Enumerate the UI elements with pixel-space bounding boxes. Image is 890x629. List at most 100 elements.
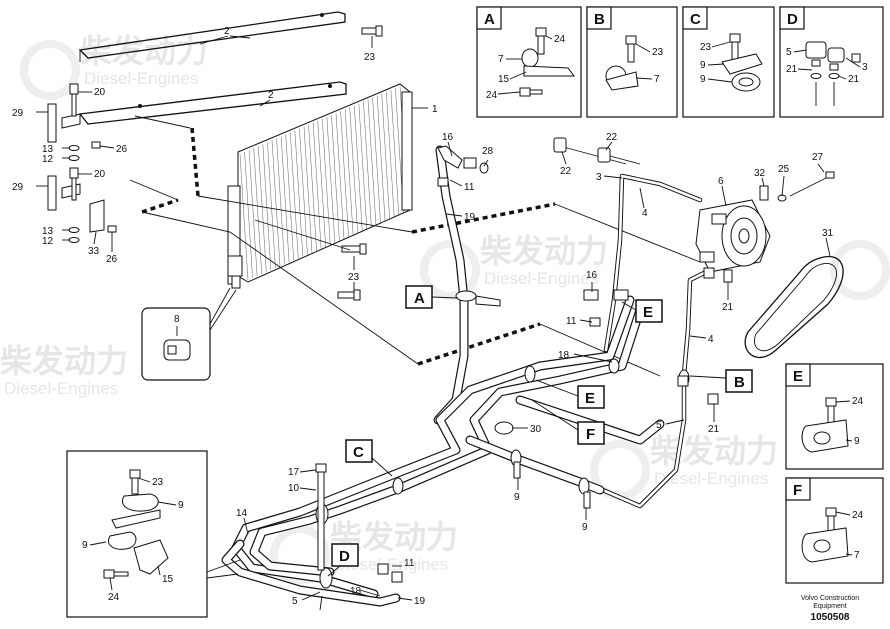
svg-text:D: D [787,11,798,28]
svg-text:23: 23 [152,477,164,488]
svg-text:F: F [793,482,802,499]
part-number: 5 [656,420,662,431]
footer-line1: Volvo Construction [801,595,859,602]
watermark-cn: 柴发动力 [0,343,128,379]
svg-text:E: E [793,368,803,385]
watermark-cn: 柴发动力 [80,33,208,69]
svg-text:B: B [734,374,745,391]
fitting-11-lower [377,563,403,583]
condenser-fin [258,146,267,273]
svg-text:7: 7 [654,74,660,85]
part-number: 16 [442,132,454,143]
left-mount-brackets [47,83,117,243]
part-number: 11 [404,558,415,569]
part-number: 2 [268,90,274,101]
footer-line2: Equipment [813,603,847,610]
watermark-logo-icon [20,40,890,585]
svg-text:24: 24 [486,90,498,101]
svg-text:24: 24 [852,396,864,407]
watermark-en: Diesel-Engines [654,469,768,488]
inset-clamp-detail: 23 9 9 15 24 [66,450,241,618]
detail-box-b: B 23 7 [586,6,678,118]
part-number: 10 [288,483,300,494]
svg-text:15: 15 [498,74,510,85]
part-number: 33 [88,246,100,257]
part-number: 28 [482,146,494,157]
callout-b: B [689,369,753,393]
detail-box-f: F 24 7 [785,477,884,584]
svg-text:A: A [414,290,425,307]
part-number: 2 [224,26,230,37]
part-number: 26 [116,144,128,155]
part-number: 13 [42,226,54,237]
condenser-fin [344,109,354,236]
watermark-en: Diesel-Engines [84,69,198,88]
part-number: 19 [464,212,476,223]
condenser-fin [294,130,304,257]
watermark-en: Diesel-Engines [334,555,448,574]
detail-box-a: A 24 7 15 24 [476,6,582,118]
part-number: 29 [12,182,24,193]
svg-text:23: 23 [700,42,712,53]
svg-text:15: 15 [162,574,174,585]
detail-box-d: D 5 21 3 21 [779,6,884,118]
svg-text:21: 21 [848,74,860,85]
bolt-23-lower [337,289,361,301]
part-number: 3 [596,172,602,183]
bolt-27 [759,171,835,202]
condenser-fin [381,93,390,220]
hose-19 [433,145,469,425]
condenser-fin [363,101,372,228]
svg-text:A: A [484,11,495,28]
watermark-layer: 柴发动力 Diesel-Engines 柴发动力 Diesel-Engines … [0,33,890,585]
part-number: 20 [94,169,106,180]
condenser-fin [290,132,299,259]
doc-number: 1050508 [811,612,850,623]
footer-block: Volvo Construction Equipment 1050508 [801,595,859,623]
svg-text:7: 7 [854,550,860,561]
svg-text:21: 21 [786,64,798,75]
condenser-fin [280,136,290,263]
condenser-fin [358,103,368,230]
part-number: 23 [364,52,376,63]
condenser-fin [349,107,358,234]
detail-box-e: E 24 9 [785,363,884,470]
condenser-fin [354,105,363,232]
svg-text:8: 8 [174,314,180,325]
condenser-fin [312,122,322,249]
condenser-fin [308,124,317,251]
detail-box-c: C 23 9 9 [682,6,775,118]
svg-text:24: 24 [554,34,566,45]
svg-text:9: 9 [700,74,706,85]
part-number: 23 [348,272,360,283]
alignment-line [141,198,179,214]
part-number: 13 [42,144,54,155]
part-number: 30 [530,424,542,435]
condenser-fin [239,153,249,281]
part-number: 18 [558,350,570,361]
part-number: 29 [12,108,24,119]
svg-text:E: E [643,304,653,321]
svg-text:9: 9 [854,436,860,447]
condenser-fin [386,91,395,218]
fitting-16-upper [437,145,489,187]
condenser-fin [271,140,281,267]
svg-text:9: 9 [82,540,88,551]
bracket-upper [78,11,346,62]
svg-text:5: 5 [786,47,792,58]
callout-f: F [531,399,605,445]
callout-a: A [405,285,459,309]
alignment-line [411,202,556,234]
bracket-middle [78,81,347,125]
callout-d: D [327,543,359,577]
condenser-fin [340,111,349,238]
alignment-line [417,322,541,366]
part-number: 20 [94,87,106,98]
condenser-fin [326,117,336,244]
condenser-fin [248,150,258,277]
condenser-fin [267,142,276,269]
part-number: 22 [606,132,618,143]
fitting-16-lower [583,289,629,327]
condenser-fin [276,138,285,265]
